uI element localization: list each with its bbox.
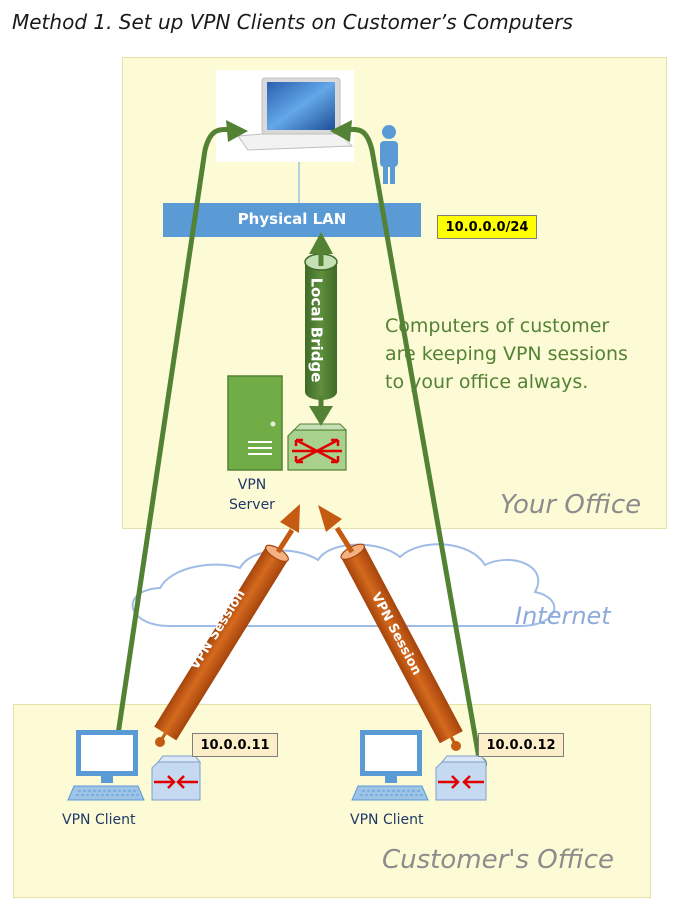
person-icon xyxy=(380,125,398,184)
local-bridge-label: Local Bridge xyxy=(308,278,326,383)
diagram-title: Method 1. Set up VPN Clients on Customer… xyxy=(12,10,573,34)
switch-icon xyxy=(287,423,348,471)
physical-lan-bar xyxy=(163,203,421,237)
vpn-session-tube-right xyxy=(318,505,463,751)
subnet-tag: 10.0.0.0/24 xyxy=(437,215,537,239)
customer-office-label: Customer's Office xyxy=(382,845,614,875)
vpn-client-label-2: VPN Client xyxy=(350,812,424,828)
keyboard-icon xyxy=(351,785,429,801)
local-bridge-tube xyxy=(304,232,338,426)
laptop-icon xyxy=(216,70,354,162)
client-ip-tag-1: 10.0.0.11 xyxy=(192,733,278,757)
customer-note-line-3: to your office always. xyxy=(385,371,589,393)
monitor-icon xyxy=(360,730,422,783)
switch-icon xyxy=(435,755,488,801)
customer-note-line-2: are keeping VPN sessions xyxy=(385,343,628,365)
vpn-session-tube-left xyxy=(154,504,300,747)
customer-note-line-1: Computers of customer xyxy=(385,315,610,337)
client-ip-tag-2: 10.0.0.12 xyxy=(478,733,564,757)
vpn-client-label-1: VPN Client xyxy=(62,812,136,828)
switch-icon xyxy=(151,755,202,801)
internet-label: Internet xyxy=(515,602,611,630)
vpn-server-label-line-2: Server xyxy=(229,497,275,513)
monitor-icon xyxy=(76,730,138,783)
keyboard-icon xyxy=(67,785,145,801)
your-office-label: Your Office xyxy=(500,490,642,520)
server-icon xyxy=(227,375,283,471)
physical-lan-label: Physical LAN xyxy=(237,210,347,228)
vpn-server-label-line-1: VPN xyxy=(237,477,267,493)
